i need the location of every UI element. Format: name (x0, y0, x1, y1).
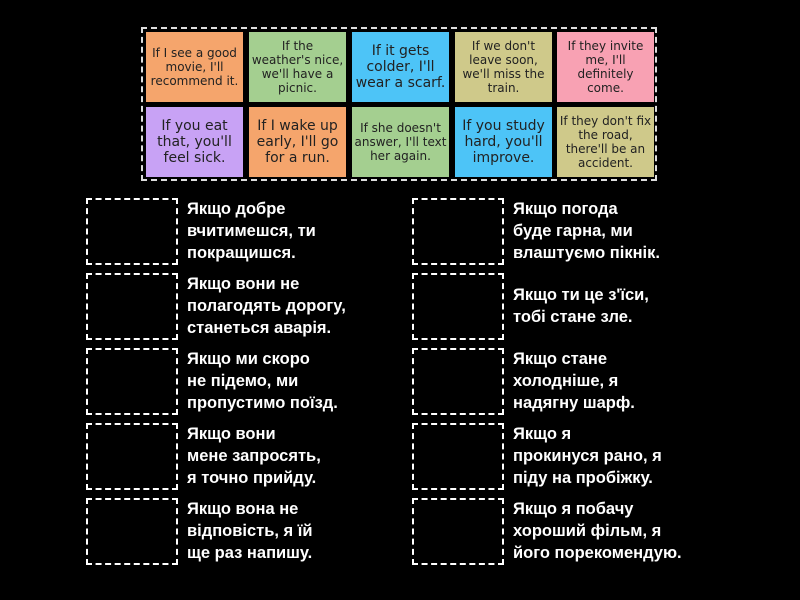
drop-slot[interactable] (86, 348, 178, 415)
answer-tile[interactable]: If she doesn't answer, I'll text her aga… (352, 107, 449, 177)
drop-slot[interactable] (86, 423, 178, 490)
drop-slot[interactable] (412, 198, 504, 265)
answer-tile[interactable]: If you study hard, you'll improve. (455, 107, 552, 177)
drop-slot[interactable] (412, 498, 504, 565)
drop-slot[interactable] (86, 198, 178, 265)
drop-slot[interactable] (412, 423, 504, 490)
answer-tile[interactable]: If the weather's nice, we'll have a picn… (249, 32, 346, 102)
clue-text: Якщо вони мене запросять, я точно прийду… (187, 425, 321, 487)
clue-text: Якщо стане холодніше, я надягну шарф. (513, 350, 635, 412)
answer-tile[interactable]: If you eat that, you'll feel sick. (146, 107, 243, 177)
clue-text: Якщо я прокинуся рано, я піду на пробіжк… (513, 425, 662, 487)
clue-text: Якщо погода буде гарна, ми влаштуємо пік… (513, 200, 660, 262)
clue-text: Якщо я побачу хороший фільм, я його поре… (513, 500, 682, 562)
clue-text: Якщо вона не відповість, я їй ще раз нап… (187, 500, 313, 562)
clue-text: Якщо вони не полагодять дорогу, станетьс… (187, 275, 346, 337)
drop-slot[interactable] (86, 498, 178, 565)
drop-slot[interactable] (412, 348, 504, 415)
clue-text: Якщо ти це з'їси, тобі стане зле. (513, 286, 649, 326)
answer-tile[interactable]: If it gets colder, I'll wear a scarf. (352, 32, 449, 102)
answer-tile[interactable]: If they don't fix the road, there'll be … (557, 107, 654, 177)
clue-text: Якщо ми скоро не підемо, ми пропустимо п… (187, 350, 338, 412)
tile-tray (141, 27, 657, 181)
drop-slot[interactable] (86, 273, 178, 340)
clue-text: Якщо добре вчитимешся, ти покращишся. (187, 200, 316, 262)
answer-tile[interactable]: If they invite me, I'll definitely come. (557, 32, 654, 102)
answer-tile[interactable]: If I see a good movie, I'll recommend it… (146, 32, 243, 102)
drop-slot[interactable] (412, 273, 504, 340)
answer-tile[interactable]: If we don't leave soon, we'll miss the t… (455, 32, 552, 102)
answer-tile[interactable]: If I wake up early, I'll go for a run. (249, 107, 346, 177)
